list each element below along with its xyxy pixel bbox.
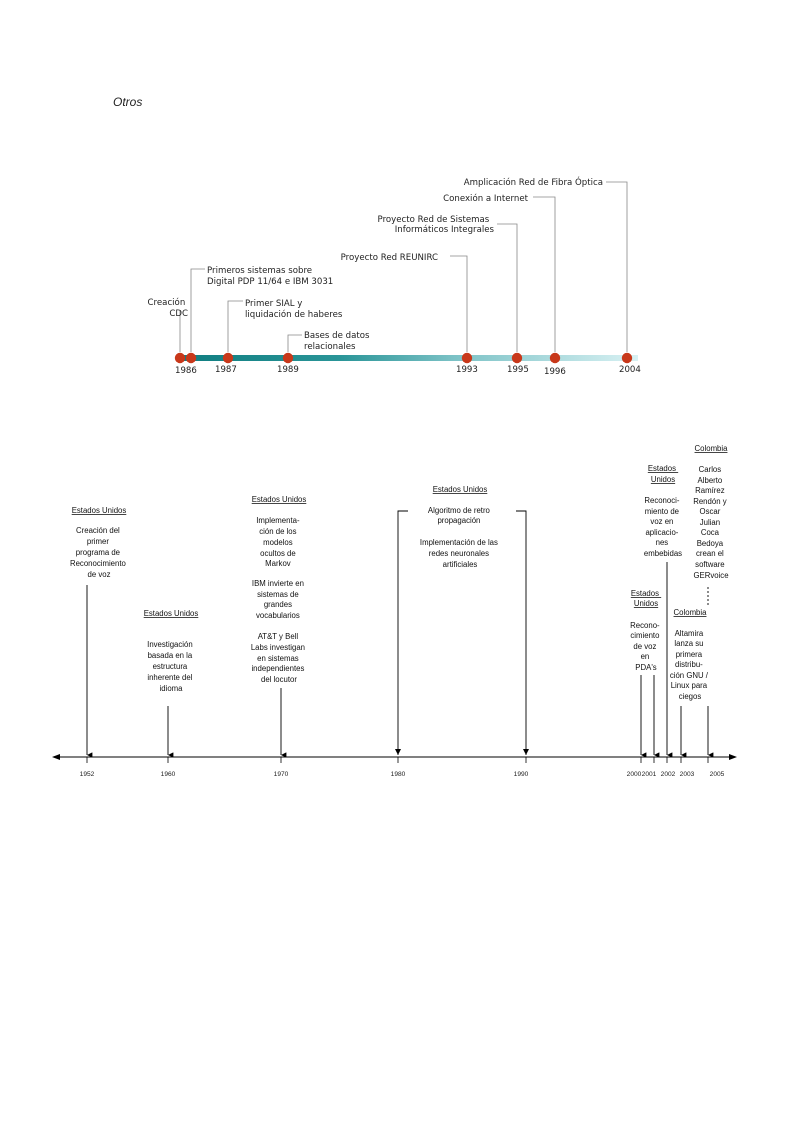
top-timeline: 1986 1987 1989 1993 1995 1996 2004 Creac… (148, 176, 641, 377)
bracket-1990-right (516, 510, 527, 755)
bottom-event-blocks: Estados Unidos Creación del primer progr… (70, 444, 729, 701)
dot-1993 (461, 352, 473, 364)
year-label-2000: 2000 (627, 771, 642, 778)
event-1960: Investigación basada en la estructura in… (147, 640, 195, 693)
top-connectors (179, 181, 628, 352)
event-2000: Recono- cimiento de voz en PDA's (630, 621, 662, 672)
year-label-2001: 2001 (642, 771, 657, 778)
country-1952: Estados Unidos (72, 506, 127, 515)
event-colombia-gervoice: Carlos Alberto Ramírez Rendón y Oscar Ju… (693, 465, 729, 580)
country-1980: Estados Unidos (433, 485, 488, 494)
year-label-1986: 1986 (175, 366, 197, 376)
year-label-1960: 1960 (161, 771, 176, 778)
bottom-year-labels: 1952 1960 1970 1980 1990 2000 2001 2002 … (80, 771, 725, 778)
dot-1986a (174, 352, 186, 364)
dot-2004 (621, 352, 633, 364)
dot-1996 (549, 352, 561, 364)
event-primer-sial: Primer SIAL y liquidación de haberes (245, 299, 343, 320)
year-label-2004: 2004 (619, 365, 641, 375)
connector-red-sistemas (497, 223, 518, 352)
event-internet: Conexión a Internet (443, 193, 529, 204)
year-label-1970: 1970 (274, 771, 289, 778)
event-creacion-cdc: Creación CDC (148, 297, 188, 319)
event-1980: Algoritmo de retro propagación Implement… (420, 506, 500, 569)
bracket-1980-1990 (397, 510, 408, 755)
year-label-1952: 1952 (80, 771, 95, 778)
year-label-1987: 1987 (215, 365, 237, 375)
dot-1987 (222, 352, 234, 364)
axis-arrow-left-icon (52, 754, 60, 760)
bottom-ticks (86, 757, 709, 763)
year-label-2005: 2005 (710, 771, 725, 778)
year-label-1989: 1989 (277, 365, 299, 375)
year-label-2003: 2003 (680, 771, 695, 778)
axis-arrow-right-icon (729, 754, 737, 760)
year-label-1996: 1996 (544, 367, 566, 377)
year-label-1990: 1990 (514, 771, 529, 778)
event-colombia-altamira: Altamira lanza su primera distribu- ción… (670, 629, 710, 701)
top-timeline-bar (180, 355, 638, 361)
event-1970: Implementa- ción de los modelos ocultos … (251, 516, 307, 684)
event-bases-datos: Bases de datos relacionales (304, 331, 372, 352)
event-reunirc: Proyecto Red REUNIRC (341, 253, 438, 263)
top-event-labels: Creación CDC Primeros sistemas sobre Dig… (148, 176, 603, 352)
arrow-1980-head-icon (395, 749, 401, 755)
event-red-sistemas: Proyecto Red de Sistemas Informáticos In… (378, 215, 495, 235)
dot-1995 (511, 352, 523, 364)
connector-primeros-sistemas (190, 268, 205, 352)
event-fibra-optica: Amplicación Red de Fibra Óptica (464, 176, 603, 188)
connector-fibra-optica (606, 181, 628, 352)
arrow-1990-head-icon (523, 749, 529, 755)
event-primeros-sistemas: Primeros sistemas sobre Digital PDP 11/6… (207, 266, 333, 287)
dot-1989 (282, 352, 294, 364)
year-label-2002: 2002 (661, 771, 676, 778)
event-2002: Reconoci- miento de voz en aplicacio- ne… (644, 496, 682, 558)
year-label-1995: 1995 (507, 365, 529, 375)
connector-primer-sial (227, 300, 243, 352)
country-1960: Estados Unidos (144, 609, 199, 618)
bottom-arrows (86, 510, 714, 758)
top-dots (174, 352, 633, 364)
year-label-1980: 1980 (391, 771, 406, 778)
country-2002: Estados Unidos (648, 464, 678, 484)
connector-reunirc (450, 255, 468, 352)
bottom-timeline: 1952 1960 1970 1980 1990 2000 2001 2002 … (52, 444, 737, 778)
page-heading: Otros (113, 95, 143, 109)
year-label-1993: 1993 (456, 365, 478, 375)
top-year-labels: 1986 1987 1989 1993 1995 1996 2004 (175, 365, 641, 377)
dot-1986b (185, 352, 197, 364)
country-colombia-gervoice: Colombia (695, 444, 729, 453)
connector-internet (533, 196, 556, 352)
country-colombia-altamira: Colombia (674, 608, 708, 617)
country-2000: Estados Unidos (631, 589, 661, 608)
country-1970: Estados Unidos (252, 495, 307, 504)
connector-bases-datos (287, 334, 302, 352)
event-1952: Creación del primer programa de Reconoci… (70, 526, 128, 579)
